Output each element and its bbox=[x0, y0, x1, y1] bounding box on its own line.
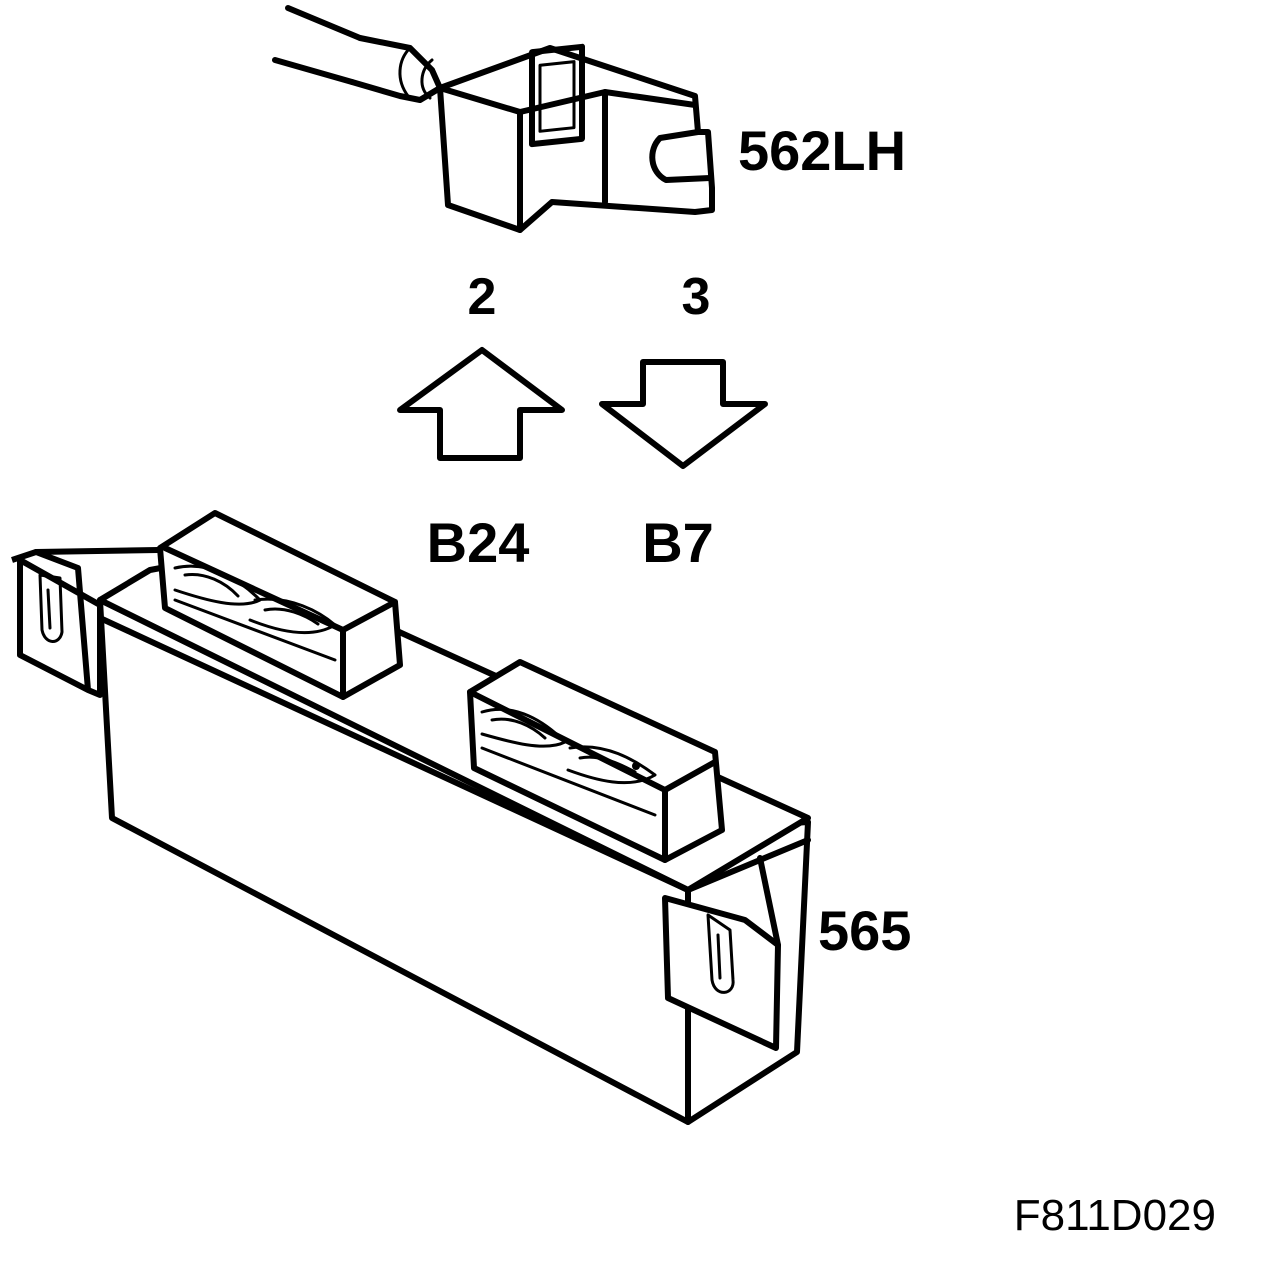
terminal-label-b: B7 bbox=[642, 511, 714, 574]
arrow-up-icon bbox=[397, 347, 565, 461]
connector-562lh-drawing bbox=[272, 5, 715, 233]
pin-label-b: 3 bbox=[682, 268, 711, 326]
figure-id: F811D029 bbox=[1014, 1191, 1216, 1240]
module-565-drawing bbox=[11, 510, 811, 1125]
terminal-label-a: B24 bbox=[427, 511, 530, 574]
pin-label-a: 2 bbox=[468, 268, 497, 326]
module-label: 565 bbox=[818, 899, 911, 962]
arrow-down-icon bbox=[599, 359, 768, 469]
connector-label: 562LH bbox=[738, 119, 906, 182]
